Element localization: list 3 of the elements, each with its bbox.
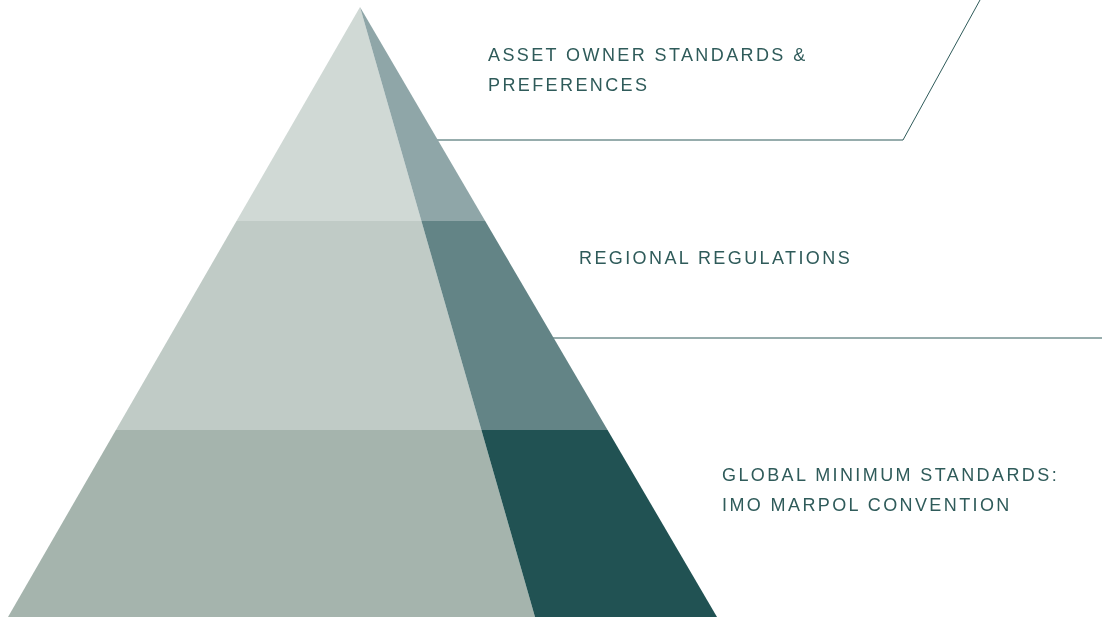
- tier-label: GLOBAL MINIMUM STANDARDS: IMO MARPOL CONVENTION: [722, 464, 1061, 517]
- tier-label: ASSET OWNER STANDARDS & PREFERENCES: [488, 44, 809, 97]
- tier-label: REGIONAL REGULATIONS: [579, 247, 854, 270]
